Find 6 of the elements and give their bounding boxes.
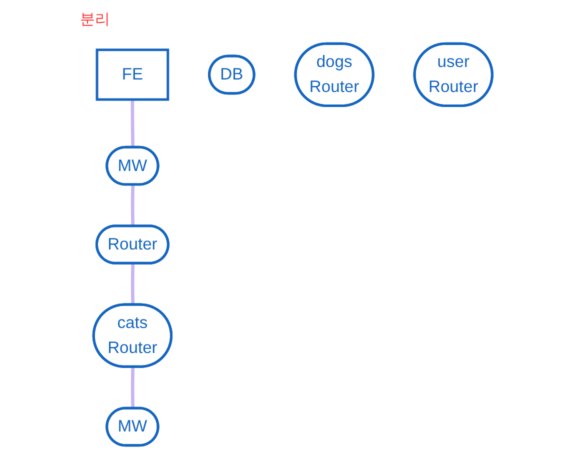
- note-text: 분리: [80, 10, 110, 29]
- connector: [130, 184, 134, 226]
- node-box: FE: [95, 48, 169, 100]
- connector: [130, 263, 134, 304]
- connector: [130, 99, 134, 148]
- connector: [130, 366, 134, 408]
